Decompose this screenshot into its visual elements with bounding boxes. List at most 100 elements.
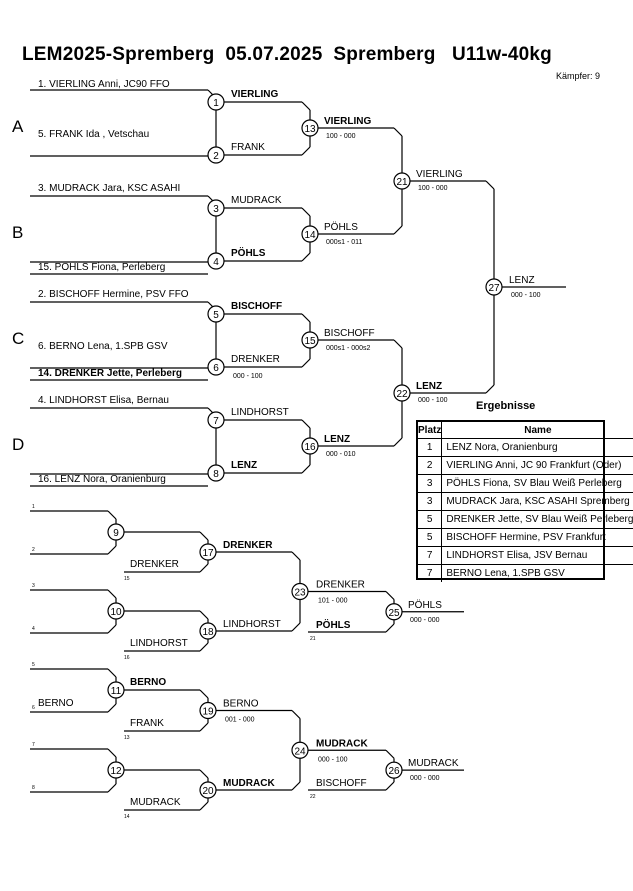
winner-name: LENZ — [324, 434, 350, 445]
entry-name: 15. PÖHLS Fiona, Perleberg — [38, 261, 165, 273]
results-name: PÖHLS Fiona, SV Blau Weiß Perleberg — [441, 474, 633, 493]
match-number: 17 — [202, 548, 214, 559]
repechage-name: DRENKER — [130, 559, 179, 570]
winner-name: FRANK — [231, 142, 265, 153]
match-score: 000s1 - 000s2 — [326, 345, 370, 352]
repechage-name: LINDHORST — [223, 619, 281, 630]
pool-label: A — [12, 117, 24, 136]
winner-name: VIERLING — [416, 169, 463, 180]
pool-label: D — [12, 435, 24, 454]
bracket-line — [107, 624, 117, 634]
entry-name: 4. LINDHORST Elisa, Bernau — [38, 395, 169, 406]
match-score: 100 - 000 — [326, 133, 356, 140]
results-name: LINDHORST Elisa, JSV Bernau — [441, 546, 633, 565]
page-title: LEM2025-Spremberg 05.07.2025 Spremberg U… — [22, 44, 552, 65]
bracket-line — [393, 339, 403, 349]
bracket-line — [385, 591, 395, 600]
results-place: 3 — [418, 474, 443, 493]
bracket-line — [291, 551, 301, 561]
results-title: Ergebnisse — [476, 400, 536, 412]
entry-name: 3. MUDRACK Jara, KSC ASAHI — [38, 183, 180, 194]
winner-name: DRENKER — [231, 354, 280, 365]
match-number: 9 — [113, 528, 119, 539]
bracket-line — [291, 710, 301, 719]
match-number: 8 — [213, 469, 219, 480]
bracket-line — [199, 610, 209, 620]
seed-number: 21 — [310, 636, 316, 642]
bracket-line — [107, 510, 117, 520]
match-number: 13 — [304, 124, 316, 135]
match-score: 000 - 100 — [511, 292, 541, 299]
bracket-line — [199, 769, 209, 779]
results-name: BERNO Lena, 1.SPB GSV — [441, 564, 633, 582]
bracket-line — [107, 589, 117, 599]
match-score: 000 - 000 — [410, 775, 440, 782]
bracket-line — [485, 180, 495, 190]
bracket-line — [199, 689, 209, 699]
match-number: 16 — [304, 442, 316, 453]
repechage-name: MUDRACK — [130, 797, 181, 808]
results-name: DRENKER Jette, SV Blau Weiß Perleberg — [441, 510, 633, 529]
bracket-line — [107, 748, 117, 758]
winner-name: BISCHOFF — [324, 328, 375, 339]
winner-name: LENZ — [509, 275, 535, 286]
bracket-line — [199, 531, 209, 541]
results-place: 5 — [418, 510, 443, 529]
seed-number: 16 — [124, 655, 130, 661]
entry-name: 14. DRENKER Jette, Perleberg — [38, 368, 182, 379]
winner-name: LENZ — [231, 460, 257, 471]
bracket-line — [107, 783, 117, 793]
repechage-name: BERNO — [130, 677, 166, 688]
match-number: 4 — [213, 257, 219, 268]
seed-number: 22 — [310, 794, 316, 800]
seed-number: 6 — [32, 705, 35, 711]
match-number: 10 — [110, 607, 122, 618]
results-place: 5 — [418, 528, 443, 547]
bracket-line — [107, 668, 117, 678]
bracket-line — [291, 622, 301, 632]
entry-name: 1. VIERLING Anni, JC90 FFO — [38, 79, 170, 90]
match-number: 24 — [294, 746, 306, 757]
seed-number: 8 — [32, 785, 35, 791]
results-place: 2 — [418, 456, 443, 475]
match-number: 2 — [213, 151, 219, 162]
seed-number: 14 — [124, 814, 130, 820]
results-name: MUDRACK Jara, KSC ASAHI Spremberg — [441, 492, 633, 511]
repechage-name: DRENKER — [316, 580, 365, 591]
bronze-winner: MUDRACK — [408, 758, 459, 769]
repechage-name: LINDHORST — [130, 638, 188, 649]
seed-number: 3 — [32, 583, 35, 589]
match-number: 15 — [304, 336, 316, 347]
winner-name: VIERLING — [324, 116, 371, 127]
bracket-line — [385, 623, 395, 633]
entry-name: 5. FRANK Ida , Vetschau — [38, 129, 149, 140]
entry-name: 16. LENZ Nora, Oranienburg — [38, 474, 166, 485]
results-header-place: Platz — [418, 422, 443, 439]
winner-name: PÖHLS — [231, 246, 266, 259]
match-score: 000 - 100 — [233, 373, 263, 380]
bronze-winner: PÖHLS — [408, 599, 442, 611]
results-name: VIERLING Anni, JC 90 Frankfurt (Oder) — [441, 456, 633, 475]
match-number: 18 — [202, 627, 214, 638]
match-score: 000s1 - 011 — [326, 239, 363, 246]
seed-number: 15 — [124, 576, 130, 582]
match-number: 11 — [111, 686, 122, 697]
pool-label: B — [12, 223, 23, 242]
results-place: 1 — [418, 438, 443, 457]
repechage-name: PÖHLS — [316, 618, 351, 631]
seed-number: 13 — [124, 735, 130, 741]
bracket-line — [385, 749, 395, 759]
match-number: 1 — [213, 98, 219, 109]
winner-name: LINDHORST — [231, 407, 289, 418]
match-number: 6 — [213, 363, 219, 374]
seed-number: 7 — [32, 742, 35, 748]
match-score: 100 - 000 — [418, 185, 448, 192]
bracket-line — [393, 127, 403, 137]
